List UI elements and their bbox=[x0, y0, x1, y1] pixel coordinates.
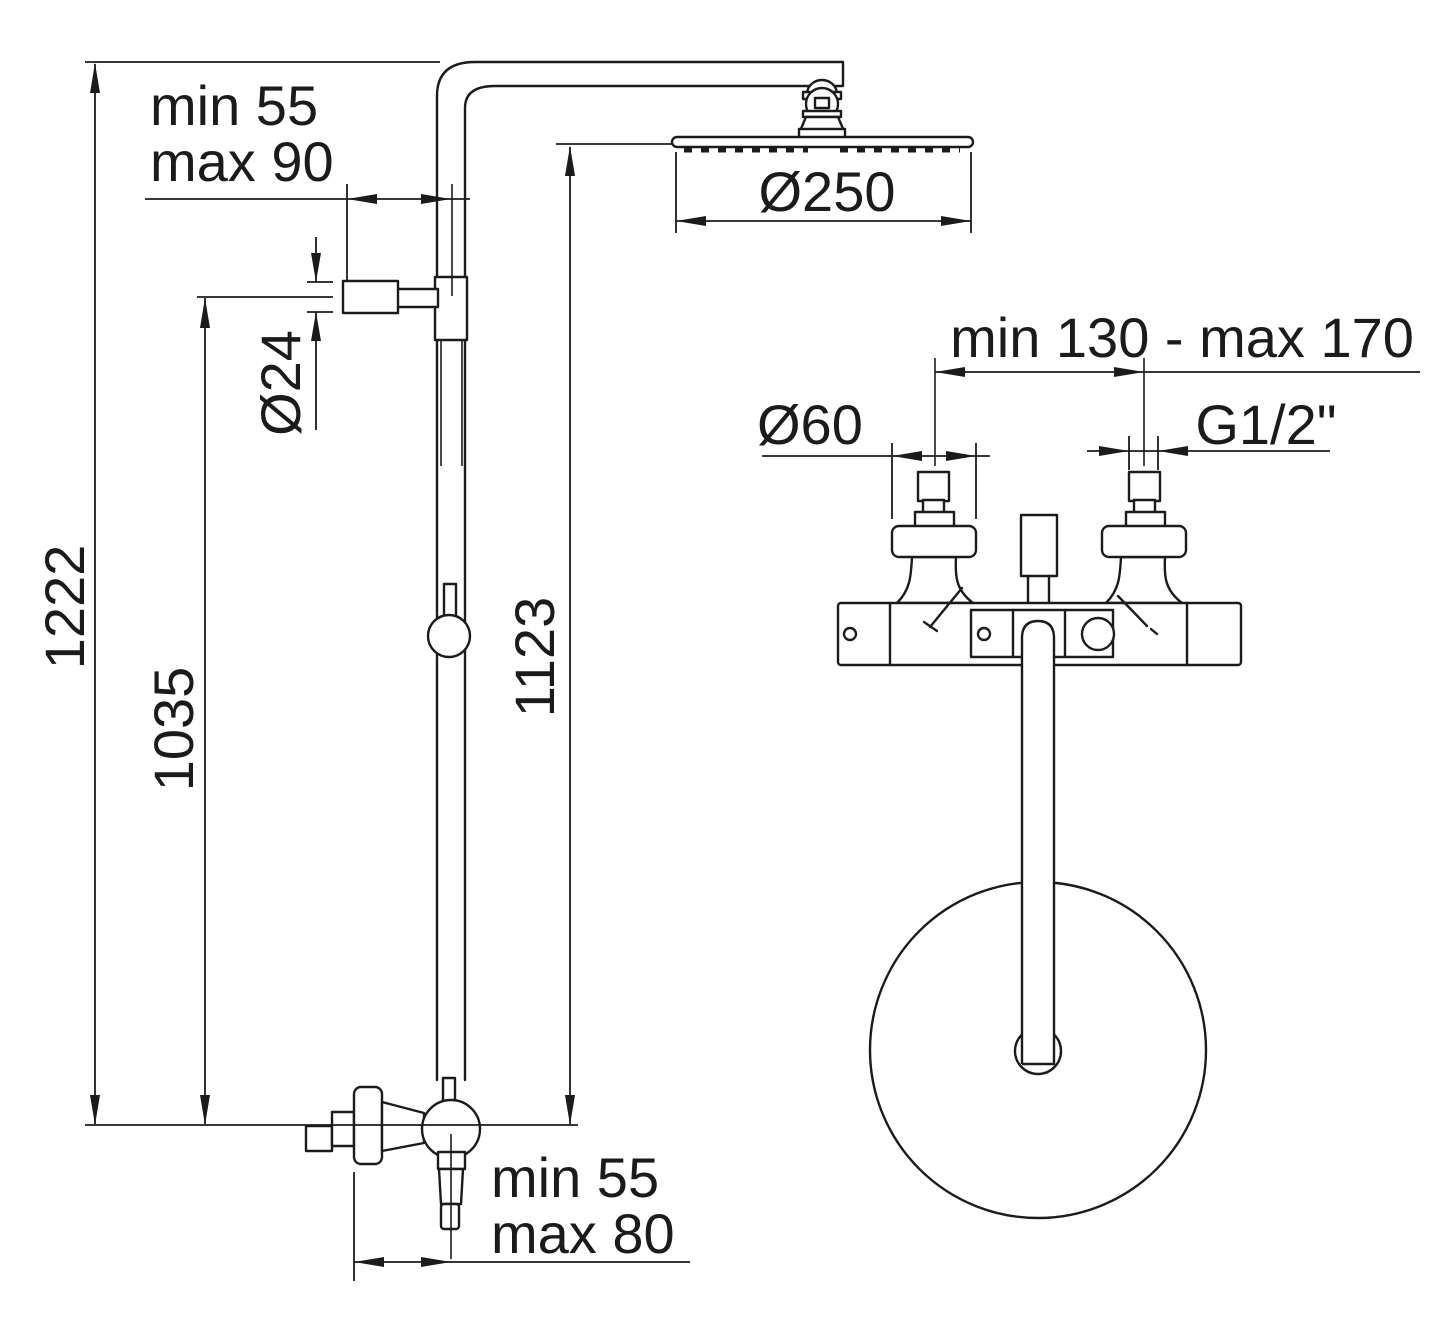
wall-outlet-step bbox=[330, 1110, 356, 1148]
dim-label-thread-size: G1/2" bbox=[1195, 393, 1336, 456]
dim-label-head-diameter: Ø250 bbox=[759, 160, 896, 223]
arrowhead bbox=[892, 451, 922, 461]
arrowhead bbox=[200, 298, 210, 328]
wall-bracket bbox=[341, 279, 400, 315]
dim-label-wall-top-min: min 55 bbox=[150, 74, 318, 137]
dim-label-head-height: 1123 bbox=[503, 597, 566, 717]
handshower-holder-tip bbox=[439, 1202, 461, 1231]
arrowhead bbox=[941, 216, 971, 226]
arrowhead bbox=[676, 216, 706, 226]
arrowhead bbox=[421, 1257, 451, 1267]
dim-label-flange-diameter: Ø60 bbox=[757, 393, 863, 456]
arrowhead bbox=[347, 194, 377, 204]
inlet-pipe-stub-left bbox=[916, 470, 951, 503]
slider-knob bbox=[426, 613, 472, 659]
inlet-pipe-stub-right bbox=[1127, 470, 1162, 503]
inlet-body-left bbox=[895, 555, 975, 605]
arrowhead bbox=[1099, 446, 1129, 456]
inlet-indicator-left bbox=[928, 586, 964, 629]
dim-label-wall-top-max: max 90 bbox=[150, 130, 334, 193]
dim-label-total-height: 1222 bbox=[33, 545, 96, 670]
inlet-step-left bbox=[913, 510, 956, 529]
riser-connection bbox=[1019, 513, 1059, 578]
side-view-parts bbox=[304, 60, 975, 1231]
dim-label-wall-bottom-max: max 80 bbox=[491, 1202, 675, 1265]
inlet-indicator-left-tick bbox=[922, 620, 939, 633]
arrowhead bbox=[935, 367, 965, 377]
arrowhead bbox=[565, 146, 575, 176]
riser-collar bbox=[433, 275, 469, 342]
dim-label-inlet-spacing: min 130 - max 170 bbox=[950, 306, 1414, 369]
inlet-indicator-right bbox=[1116, 594, 1149, 628]
endcap-screw bbox=[842, 626, 858, 642]
arrowhead bbox=[311, 312, 321, 341]
front-view-dimensions: min 130 - max 170 Ø60 G1/2" bbox=[757, 306, 1420, 519]
arrowhead bbox=[1114, 367, 1144, 377]
inlet-flange-left bbox=[890, 524, 978, 559]
arrowhead bbox=[354, 1257, 384, 1267]
inlet-indicator-right-tick bbox=[1149, 627, 1159, 636]
arrowhead bbox=[90, 1095, 100, 1125]
arrowhead bbox=[90, 63, 100, 93]
diverter-knob bbox=[1080, 616, 1116, 652]
wall-bracket-stem bbox=[395, 287, 440, 309]
overhead-shower-plate bbox=[670, 135, 975, 149]
riser-pipe-outer bbox=[435, 60, 845, 1082]
dim-label-bracket-height: 1035 bbox=[142, 667, 205, 792]
arrowhead bbox=[1158, 446, 1188, 456]
hand-shower-hose bbox=[1020, 619, 1056, 1066]
panel-screw bbox=[976, 626, 992, 642]
slider-tab bbox=[442, 582, 458, 618]
arrowhead bbox=[946, 451, 976, 461]
side-view-dimensions: 1222 1035 1123 min 55 max 90 Ø24 Ø250 bbox=[33, 61, 972, 1281]
union-cone bbox=[380, 1100, 426, 1153]
ball-joint-hole bbox=[813, 96, 831, 110]
inlet-step-right bbox=[1124, 510, 1167, 529]
front-view-parts bbox=[836, 470, 1243, 1220]
arrowhead bbox=[565, 1095, 575, 1125]
arrowhead bbox=[311, 253, 321, 282]
arrowhead bbox=[421, 194, 451, 204]
riser-pipe-inner bbox=[463, 84, 844, 1082]
inlet-flange-right bbox=[1100, 524, 1188, 559]
hose-stub bbox=[441, 1076, 457, 1104]
wall-outlet-square bbox=[304, 1124, 334, 1153]
dim-label-bracket-diameter: Ø24 bbox=[249, 330, 312, 436]
dim-label-wall-bottom-min: min 55 bbox=[491, 1146, 659, 1209]
arrowhead bbox=[200, 1095, 210, 1125]
